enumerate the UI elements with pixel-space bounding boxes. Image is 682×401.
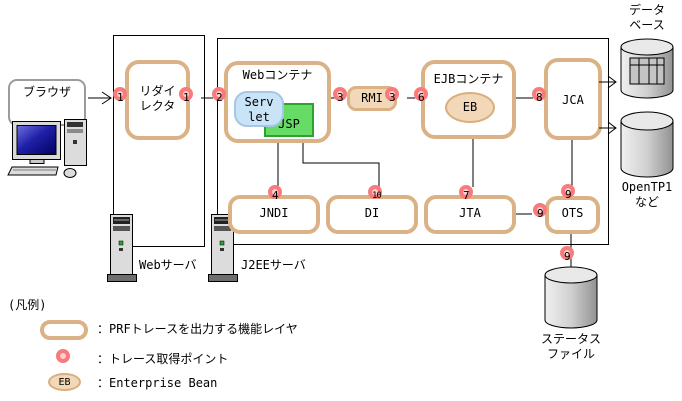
web-server-icon [107,214,137,282]
browser-label: ブラウザ [22,85,71,99]
legend-eb-symbol: EB [48,373,81,391]
trace-point-4: 4 [268,185,282,202]
jndi-label: JNDI [259,206,289,220]
eb-label: EB [462,100,478,114]
browser-node: ブラウザ [8,79,86,126]
legend-title: (凡例) [8,298,47,312]
eb-node: EB [445,92,495,123]
redirector-label-line1: リダイ [139,84,176,98]
trace-point-9c: 9 [560,246,574,263]
ejb-container-title: EJBコンテナ [433,72,504,86]
client-computer-icon [7,119,87,178]
trace-point-7: 7 [459,185,473,202]
trace-point-8: 8 [532,87,546,104]
ots-node: OTS [545,196,600,234]
jca-node: JCA [544,58,602,140]
trace-point-10: 10 [368,185,382,201]
database-cylinder [620,38,674,99]
trace-point-9b: 9 [533,203,547,220]
opentp1-label: OpenTP1 など [621,180,673,209]
ots-label: OTS [561,206,584,220]
j2ee-server-box [217,38,609,245]
jta-label: JTA [459,206,481,220]
status-file-label: ステータス ファイル [540,332,601,361]
servlet-node: Serv let [234,91,284,127]
web-server-box [113,35,205,247]
trace-point-9a: 9 [561,184,575,201]
jsp-label: JSP [278,117,300,131]
status-file-cylinder [544,266,598,329]
j2ee-server-label: J2EEサーバ [241,258,306,272]
legend-trace-point-label: ：トレース取得ポイント [97,352,229,366]
rmi-label: RMI [361,91,383,105]
database-label: データ ベース [628,3,665,32]
trace-point-3b: 3 [385,87,399,104]
j2ee-server-icon [208,214,238,282]
di-node: DI [326,195,418,234]
legend-layer-symbol [40,320,88,340]
trace-point-1b: 1 [179,87,193,104]
trace-point-2: 2 [212,87,226,104]
trace-point-3a: 3 [333,87,347,104]
jca-label: JCA [562,93,584,107]
jta-node: JTA [424,195,516,234]
legend-eb-label: ：Enterprise Bean [97,376,218,390]
web-container-title: Webコンテナ [242,68,313,82]
opentp1-cylinder [620,111,674,178]
trace-point-1a: 1 [113,87,127,104]
di-label: DI [364,206,380,220]
servlet-label-line1: Serv [244,95,274,109]
servlet-label-line2: let [248,110,270,124]
legend-trace-point-symbol [56,349,70,363]
redirector-label-line2: レクタ [139,99,176,113]
jsp-node: JSP [264,103,314,137]
legend-layer-label: ：PRFトレースを出力する機能レイヤ [97,322,298,336]
web-server-label: Webサーバ [139,258,197,272]
trace-point-6: 6 [414,87,428,104]
redirector-node: リダイ レクタ [125,60,190,140]
